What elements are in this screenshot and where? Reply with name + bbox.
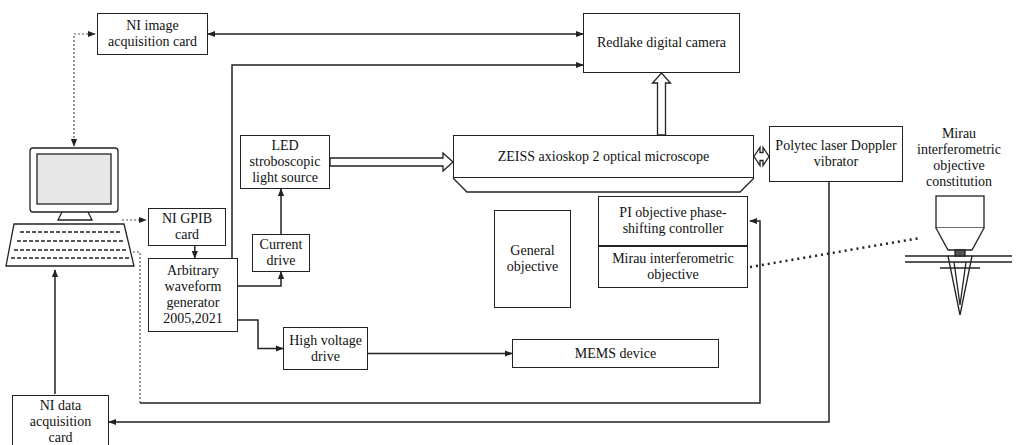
dotted-leader: [750, 238, 920, 267]
box-label: PI objective phase-shifting controller: [603, 205, 743, 237]
dashed-link: [122, 219, 146, 220]
signal-connector: [194, 246, 196, 258]
optical-path-arrow: [653, 73, 671, 135]
dashed-link: [74, 34, 95, 146]
optical-path-arrow: [754, 148, 769, 166]
dashed-link: [133, 252, 140, 403]
signal-connector: [368, 353, 512, 355]
generator-box: Arbitrary waveform generator 2005,2021: [148, 258, 238, 332]
signal-connector: [208, 33, 583, 35]
objective-box: General objective: [494, 210, 571, 308]
box-label: High voltage drive: [288, 333, 363, 365]
signal-line: [140, 221, 760, 403]
box-label: MEMS device: [575, 346, 656, 362]
optical-path-arrow: [330, 153, 453, 171]
mirau-objective-illustration: [905, 196, 1012, 315]
device-box: MEMS device: [512, 339, 719, 368]
box-label: NI data acquisition card: [17, 398, 104, 445]
box-label: Mirau interferometric objective: [603, 251, 743, 283]
signal-connector: [109, 182, 829, 422]
box-label: General objective: [499, 243, 566, 275]
card-box: NI data acquisition card: [12, 395, 109, 445]
box-label: Arbitrary waveform generator 2005,2021: [153, 263, 233, 327]
computer-icon: [6, 148, 134, 266]
microscope-box: ZEISS axioskop 2 optical microscope: [453, 135, 754, 178]
driver-box: Current drive: [252, 234, 310, 272]
box-label: Polytec laser Doppler vibrator: [774, 138, 898, 170]
card-box: NI GPIB card: [148, 208, 226, 246]
box-label: Redlake digital camera: [597, 35, 726, 51]
card-box: NI image acquisition card: [97, 13, 208, 55]
box-label: NI GPIB card: [153, 211, 221, 243]
signal-connector: [238, 272, 281, 286]
signal-connector: [280, 189, 282, 234]
illustration-title: Mirau interferometric objective constitu…: [905, 126, 1013, 190]
camera-box: Redlake digital camera: [583, 13, 740, 73]
microscope-base: [453, 178, 754, 192]
signal-line: [54, 270, 56, 394]
box-label: NI image acquisition card: [102, 18, 203, 50]
vibrometer-box: Polytec laser Doppler vibrator: [769, 126, 903, 182]
box-label: ZEISS axioskop 2 optical microscope: [498, 149, 710, 165]
driver-box: High voltage drive: [283, 327, 368, 370]
controller-box: PI objective phase-shifting controller: [598, 196, 748, 246]
box-label: Current drive: [257, 237, 305, 269]
objective-box: Mirau interferometric objective: [598, 246, 748, 288]
light-source-box: LED stroboscopic light source: [240, 135, 330, 189]
signal-connector: [238, 320, 283, 349]
box-label: LED stroboscopic light source: [245, 138, 325, 186]
